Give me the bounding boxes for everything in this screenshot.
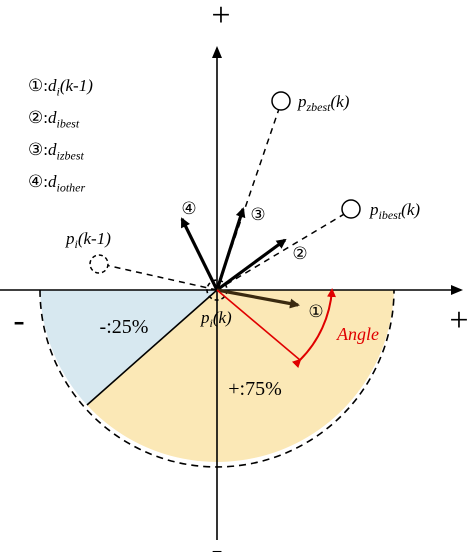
legend-number: ④ [28,172,44,191]
legend-var: d [47,108,57,127]
point-pzbest [271,91,291,111]
label-pibest: pibest(k) [369,200,420,222]
label-pprev: pi(k-1) [65,229,111,251]
legend-item: ②:dibest [28,106,93,138]
label-pibest-arg: (k) [401,200,420,219]
label-pcur-sub: i [210,316,213,330]
angle-red-line [216,289,301,361]
label-pzbest-arg: (k) [331,92,350,111]
legend-item: ④:diother [28,170,93,202]
legend-number: ① [28,76,44,95]
legend-separator: : [43,172,48,191]
negative-region-label: -:25% [100,316,149,338]
arrow-number-two: ② [292,244,307,264]
point-pibest [341,199,361,219]
legend-separator: : [43,140,48,159]
label-pibest-base: p [369,200,379,219]
arrow-number-three: ③ [250,205,265,225]
legend: ①:di(k-1) ②:dibest ③:dizbest ④:diother [28,74,93,202]
legend-sub: i [56,84,60,99]
label-pcur: pi(k) [200,308,232,330]
sector-divider [86,289,218,406]
label-pzbest: pzbest(k) [297,92,350,114]
legend-var: d [47,172,57,191]
label-pcur-arg: (k) [213,308,232,327]
legend-sub: izbest [56,148,84,163]
arrow-number-four: ④ [181,199,196,219]
legend-number: ② [28,108,44,127]
minus-left-label: - [13,302,24,339]
point-pcur [206,279,228,301]
minus-bottom-label: - [211,531,222,552]
legend-var: d [47,76,57,95]
legend-separator: : [43,76,48,95]
arrow-d-i-prev [216,288,300,309]
legend-sub: ibest [56,116,80,131]
point-pprev [89,254,109,274]
legend-number: ③ [28,140,44,159]
arrow-d-izbest [215,207,246,291]
plus-right-label: + [449,302,468,339]
label-pprev-sub: i [75,237,78,251]
legend-var: d [47,140,57,159]
arrow-d-ibest [216,238,287,292]
label-pcur-base: p [200,308,210,327]
angle-label: Angle [336,324,379,344]
negative-region [40,290,217,405]
label-pzbest-sub: zbest [306,100,332,114]
legend-sub: iother [56,180,86,195]
plus-top-label: + [211,0,230,34]
legend-arg: (k-1) [59,76,93,95]
legend-item: ③:dizbest [28,138,93,170]
angle-arc [291,288,336,369]
dashed-line-pprev [100,263,218,291]
label-pzbest-base: p [297,92,307,111]
dashed-line-pibest [216,209,352,291]
positive-region-label: +:75% [228,378,282,400]
label-pprev-base: p [65,229,75,248]
label-pibest-sub: ibest [379,208,402,222]
legend-item: ①:di(k-1) [28,74,93,106]
legend-separator: : [43,108,48,127]
label-pprev-arg: (k-1) [78,229,111,248]
arrow-d-iother [180,217,219,291]
arrow-number-one: ① [308,302,323,322]
